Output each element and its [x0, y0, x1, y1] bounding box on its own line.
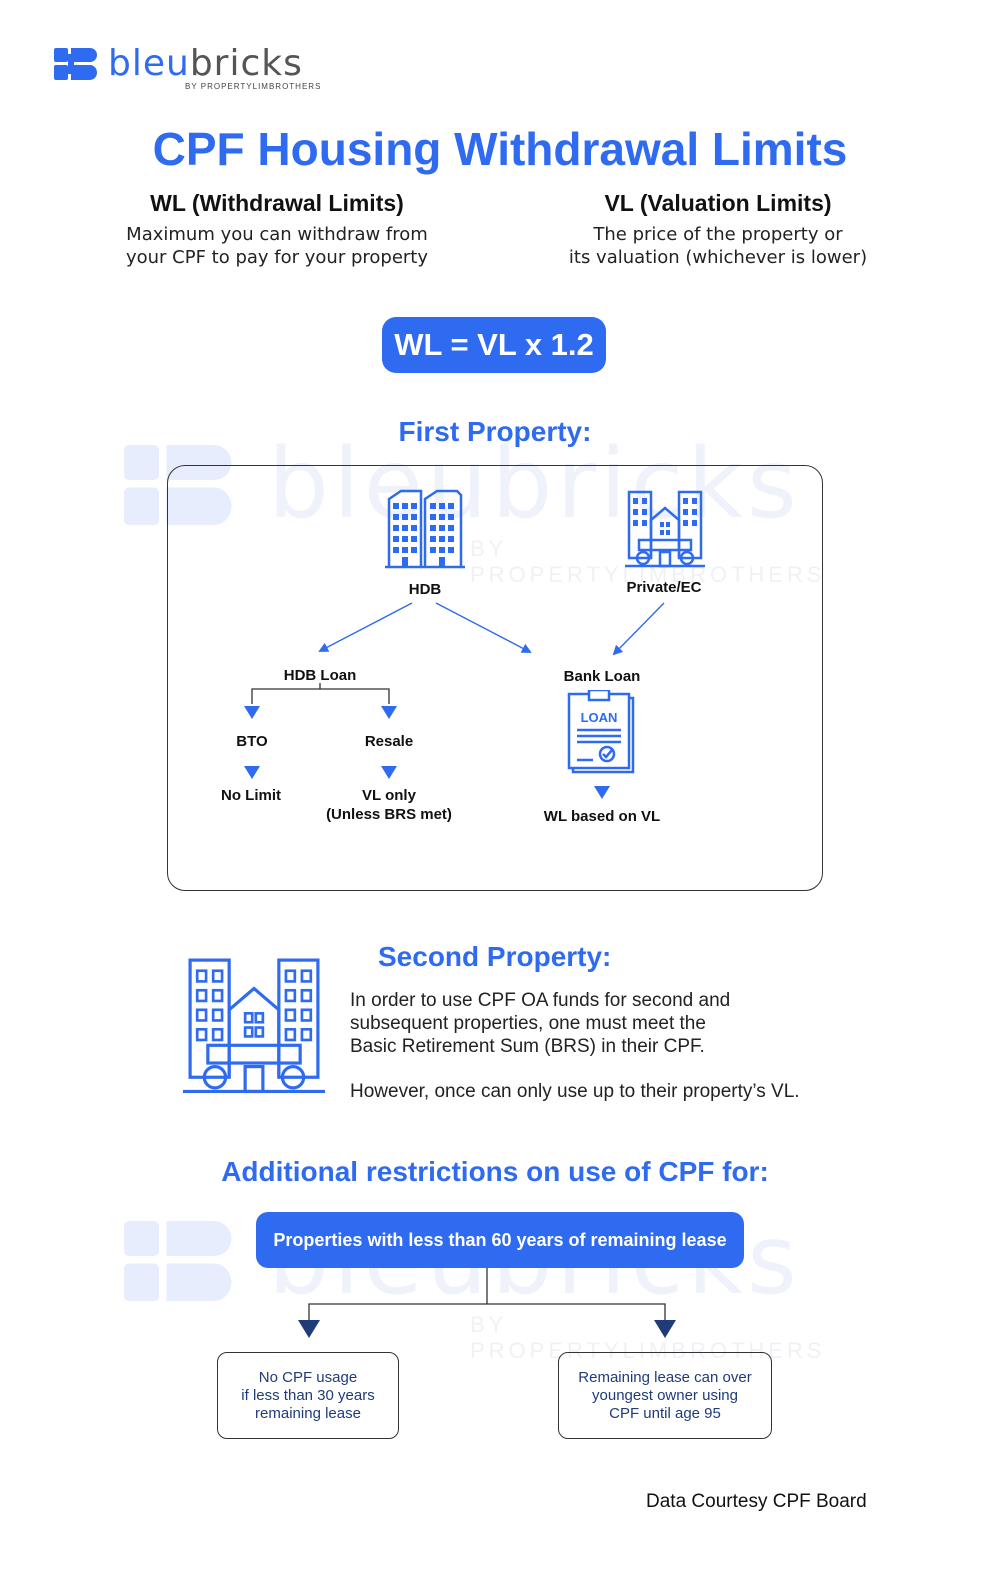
logo-tagline: BY PROPERTYLIMBROTHERS	[185, 82, 322, 91]
arrow-hdb-to-hdb-loan	[318, 602, 413, 652]
node-bto: BTO	[236, 733, 268, 750]
second-property-note: However, once can only use up to their p…	[350, 1081, 800, 1102]
definition-wl-line1: Maximum you can withdraw from	[126, 224, 428, 245]
first-property-heading: First Property:	[398, 416, 592, 447]
node-vl-only-line2: (Unless BRS met)	[326, 806, 452, 823]
restriction-box-left: No CPF usage if less than 30 years remai…	[217, 1352, 399, 1439]
arrow-to-right-box	[654, 1320, 676, 1338]
node-no-limit: No Limit	[221, 787, 281, 804]
watermark-word: bleubricks	[268, 428, 801, 540]
watermark-tagline: BY PROPERTYLIMBROTHERS	[470, 536, 826, 587]
private-condo-icon	[625, 490, 705, 568]
page-title: CPF Housing Withdrawal Limits	[152, 123, 848, 175]
formula-badge: WL = VL x 1.2	[382, 317, 606, 373]
definition-vl-line1: The price of the property or	[593, 224, 843, 245]
definition-vl-heading: VL (Valuation Limits)	[604, 190, 832, 216]
node-resale: Resale	[364, 733, 414, 750]
definition-wl-heading: WL (Withdrawal Limits)	[150, 190, 404, 216]
node-hdb-loan: HDB Loan	[283, 667, 357, 684]
restrictions-heading: Additional restrictions on use of CPF fo…	[221, 1156, 769, 1187]
arrow-to-bto	[244, 706, 260, 719]
node-private-ec: Private/EC	[626, 579, 702, 596]
node-vl-only: VL only (Unless BRS met)	[299, 786, 479, 824]
definition-vl-line2: its valuation (whichever is lower)	[568, 247, 868, 268]
first-property-connectors	[244, 602, 665, 799]
second-property-description: In order to use CPF OA funds for second …	[350, 989, 950, 1103]
logo-word-gray: bricks	[189, 43, 303, 84]
hdb-building-icon	[385, 489, 465, 569]
watermark-logo-2-icon	[124, 1221, 232, 1301]
arrow-private-to-bank-loan	[612, 602, 665, 656]
restriction-left-line1: No CPF usage	[258, 1368, 358, 1386]
node-vl-only-line1: VL only	[362, 787, 416, 804]
definition-vl: VL (Valuation Limits) The price of the p…	[538, 190, 898, 269]
logo-word-blue: bleu	[108, 43, 190, 84]
second-property-building-icon	[183, 958, 325, 1094]
second-property-line1: In order to use CPF OA funds for second …	[350, 990, 731, 1011]
restrictions-connectors	[298, 1268, 676, 1338]
definition-wl: WL (Withdrawal Limits) Maximum you can w…	[97, 190, 457, 269]
second-property-line2: subsequent properties, one must meet the	[350, 1013, 706, 1034]
arrow-bto-to-no-limit	[244, 766, 260, 779]
restriction-right-line3: CPF until age 95	[609, 1404, 721, 1422]
restriction-box-right: Remaining lease can over youngest owner …	[558, 1352, 772, 1439]
second-property-heading: Second Property:	[378, 941, 612, 972]
first-property-frame	[167, 465, 823, 891]
brand-logo: bleubricks BY PROPERTYLIMBROTHERS	[54, 46, 354, 96]
arrow-to-left-box	[298, 1320, 320, 1338]
restriction-right-line1: Remaining lease can over	[578, 1368, 752, 1386]
loan-document-icon: LOAN	[567, 690, 635, 774]
arrow-hdb-to-bank-loan	[435, 602, 532, 653]
node-hdb: HDB	[408, 581, 442, 598]
second-property-line3: Basic Retirement Sum (BRS) in their CPF.	[350, 1036, 705, 1057]
data-source-credit: Data Courtesy CPF Board	[646, 1491, 867, 1512]
restriction-right-line2: youngest owner using	[592, 1386, 738, 1404]
arrow-loan-to-wl	[594, 786, 610, 799]
node-wl-based-on-vl: WL based on VL	[543, 808, 661, 825]
bleubricks-logo-icon	[54, 48, 97, 80]
arrow-resale-to-vl-only	[381, 766, 397, 779]
restriction-left-line3: remaining lease	[255, 1404, 361, 1422]
node-bank-loan: Bank Loan	[563, 668, 641, 685]
restriction-left-line2: if less than 30 years	[241, 1386, 375, 1404]
definition-wl-line2: your CPF to pay for your property	[125, 247, 429, 268]
arrow-to-resale	[381, 706, 397, 719]
loan-icon-text: LOAN	[581, 710, 618, 725]
lease-restriction-pill: Properties with less than 60 years of re…	[256, 1212, 744, 1268]
